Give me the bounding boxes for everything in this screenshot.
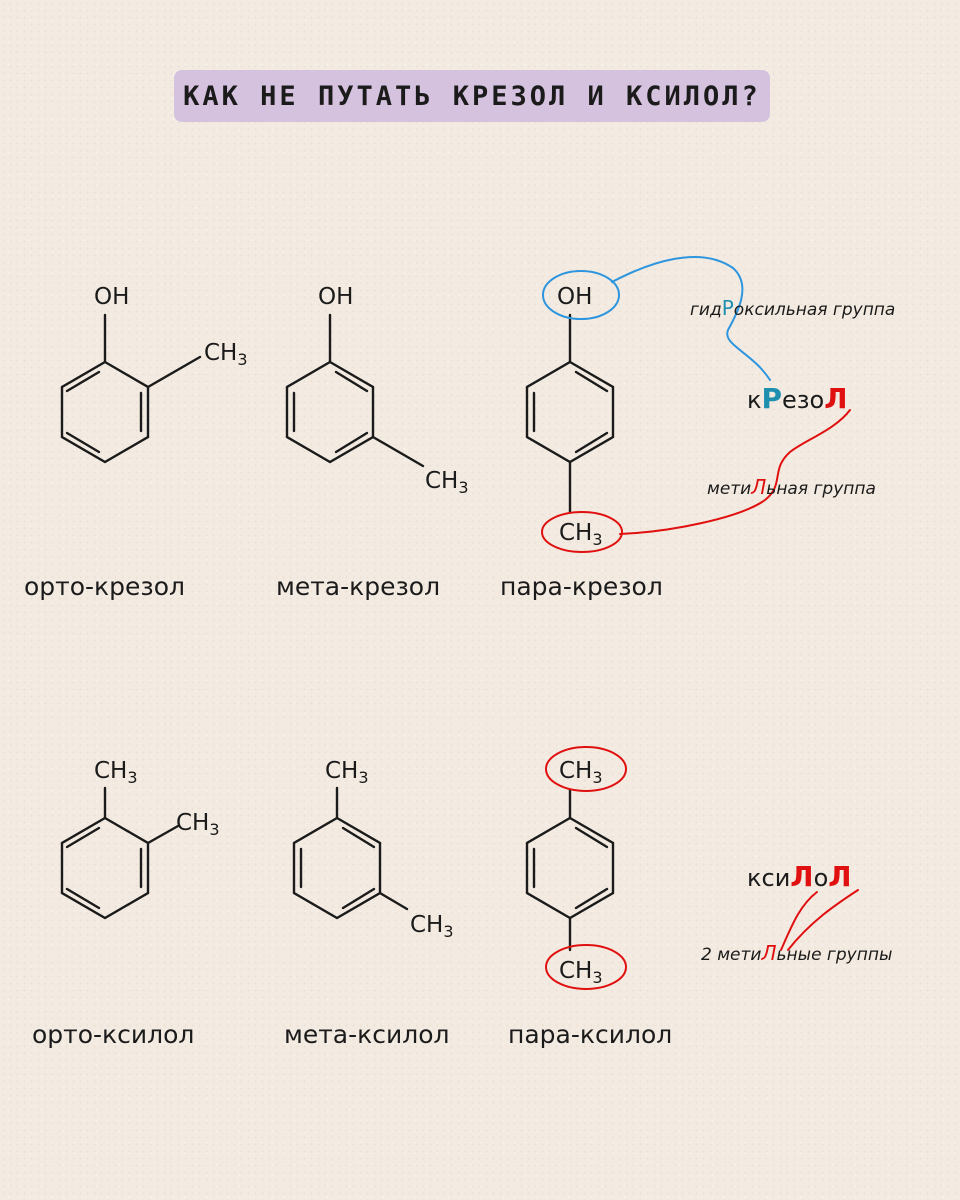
ortho-cresol-oh: OH (94, 284, 129, 310)
meta-xylene-ring (292, 786, 409, 920)
meta-cresol-label: мета-крезол (276, 572, 441, 601)
cresol-mnemonic: кРезоЛ (747, 382, 848, 415)
ortho-xylene-ring (60, 786, 180, 920)
methyl-marker (541, 409, 859, 990)
para-xylene-label: пара-ксилол (508, 1020, 673, 1049)
xylene-link-line-1 (780, 891, 818, 951)
xylene-ch3-bottom-circle (545, 944, 627, 990)
para-xylene-ch3-top: CH3 (559, 758, 603, 787)
hydroxyl-link-line (611, 255, 771, 381)
hydroxyl-group-note: гидРоксильная группа (690, 296, 895, 320)
page-title: КАК НЕ ПУТАТЬ КРЕЗОЛ И КСИЛОЛ? (183, 80, 761, 112)
para-cresol-ch3: CH3 (559, 520, 603, 549)
xylene-ch3-top-circle (545, 746, 627, 792)
hydroxyl-marker (542, 255, 771, 381)
para-cresol-label: пара-крезол (500, 572, 663, 601)
xylene-link-line-2 (787, 889, 859, 951)
para-cresol-ring (525, 313, 615, 514)
methyl-link-line (619, 409, 851, 535)
ortho-cresol-ring (60, 313, 202, 464)
ortho-xylene-label: орто-ксилол (32, 1020, 195, 1049)
cresol-ch3-circle (541, 511, 623, 553)
methyl-group-note: метиЛьная группа (707, 475, 876, 499)
para-xylene-ring (525, 788, 615, 952)
ortho-xylene-ch3-side: CH3 (176, 810, 220, 839)
ortho-cresol-ch3: CH3 (204, 340, 248, 369)
meta-cresol-oh: OH (318, 284, 353, 310)
ortho-xylene-ch3-top: CH3 (94, 758, 138, 787)
meta-xylene-label: мета-ксилол (284, 1020, 450, 1049)
two-methyl-groups-note: 2 метиЛьные группы (701, 941, 892, 965)
oh-circle (542, 270, 620, 320)
xylene-mnemonic: ксиЛоЛ (747, 860, 852, 893)
meta-cresol-ring (285, 313, 425, 468)
title-banner: КАК НЕ ПУТАТЬ КРЕЗОЛ И КСИЛОЛ? (174, 70, 770, 122)
meta-cresol-ch3: CH3 (425, 468, 469, 497)
meta-xylene-ch3-top: CH3 (325, 758, 369, 787)
para-cresol-oh: OH (557, 284, 592, 310)
ortho-cresol-label: орто-крезол (24, 572, 185, 601)
meta-xylene-ch3-side: CH3 (410, 912, 454, 941)
para-xylene-ch3-bottom: CH3 (559, 958, 603, 987)
